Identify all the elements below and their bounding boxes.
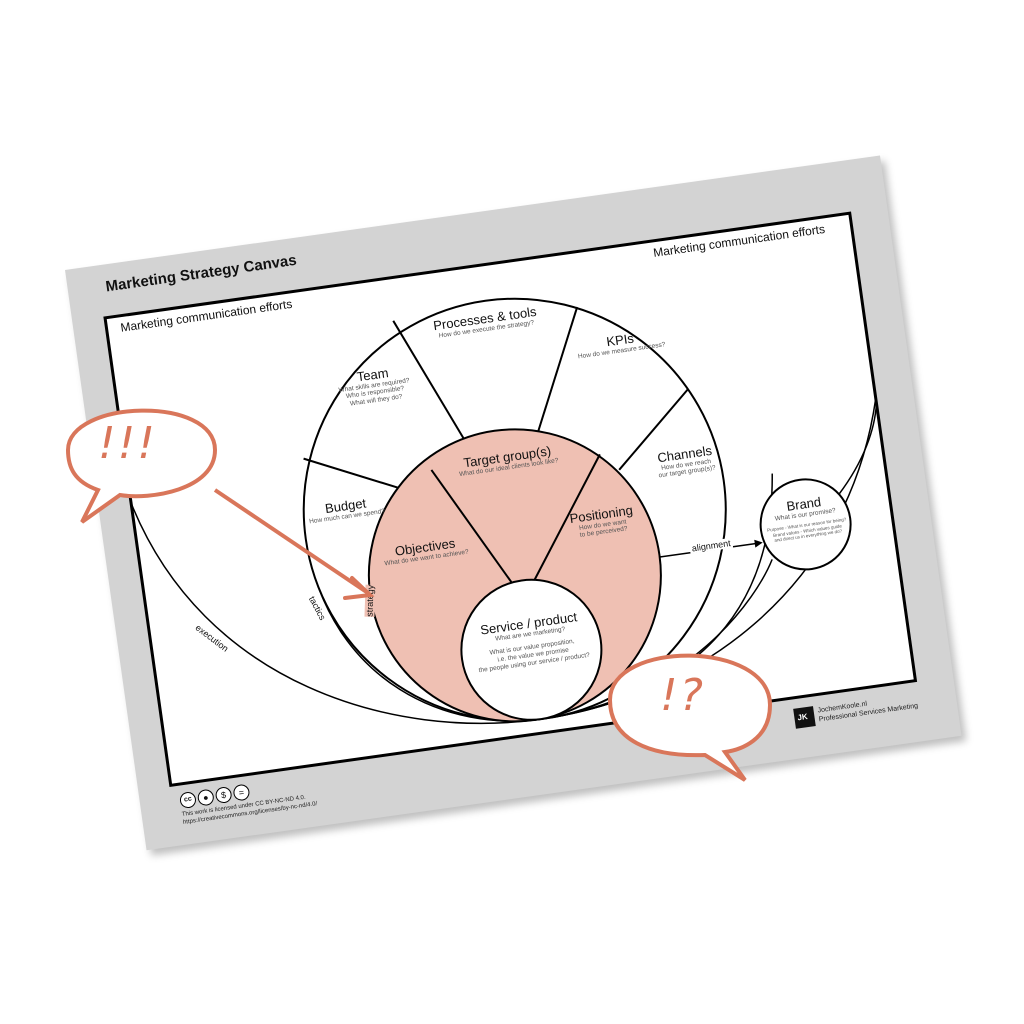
bubble-left-text: !!! [98,418,157,469]
divider [533,453,601,581]
logo-box [793,706,816,729]
brand-circle [759,478,852,571]
brand-lower-line [540,559,773,720]
divider [392,320,466,441]
service-circle [460,578,603,721]
divider [618,388,689,471]
arrow-head-icon [343,576,375,600]
canvas-sheet: Marketing Strategy Canvas Marketing comm… [65,155,962,851]
divider [430,469,513,584]
bubble-right-text: !? [660,670,705,721]
arrow-head-icon [754,539,763,548]
brand-upper-line [838,403,878,495]
divider [303,457,406,491]
speech-bubble-right [607,653,773,782]
canvas-diagram [103,211,918,787]
speech-bubble-left [65,408,218,524]
divider [537,306,579,433]
pointer-arrow [213,488,370,595]
